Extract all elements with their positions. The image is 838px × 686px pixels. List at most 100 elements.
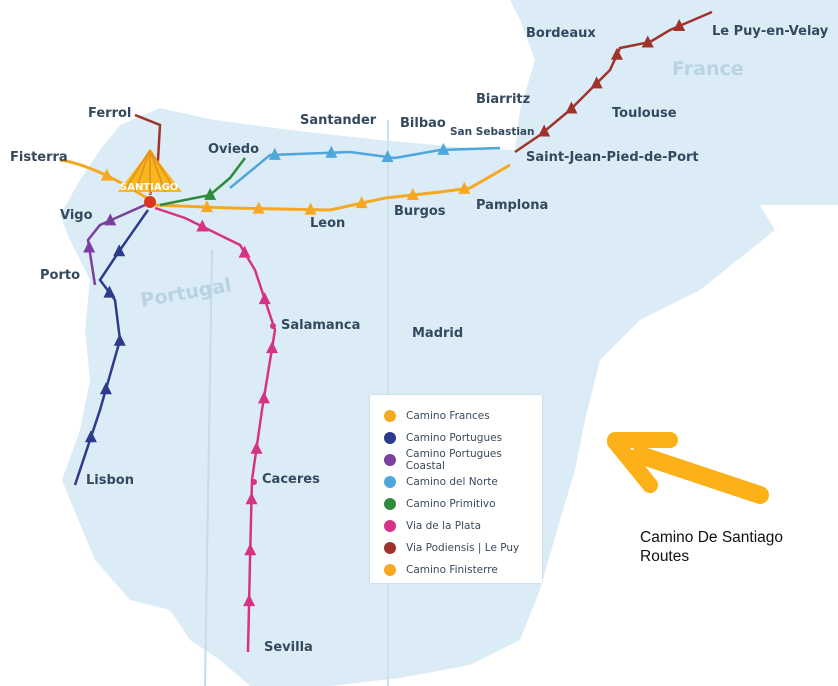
- legend-label: Via de la Plata: [406, 520, 482, 532]
- route-marker-icon: [268, 147, 281, 160]
- route-marker-icon: [243, 594, 256, 607]
- city-label-porto: Porto: [40, 268, 81, 283]
- route-camino-primitivo: [159, 157, 246, 207]
- city-label-leon: Leon: [310, 216, 346, 231]
- salamanca-dot: [270, 323, 276, 329]
- legend-label: Camino Portugues: [406, 432, 503, 444]
- legend-swatch: [384, 432, 396, 444]
- country-label-france: France: [672, 58, 744, 80]
- caption-line-1: Camino De Santiago: [640, 529, 784, 546]
- city-label-salamanca: Salamanca: [281, 318, 361, 333]
- legend-swatch: [384, 564, 396, 576]
- legend-item: Camino Finisterre: [384, 561, 498, 579]
- city-label-burgos: Burgos: [394, 204, 446, 219]
- route-marker-icon: [113, 333, 126, 346]
- route-marker-icon: [538, 124, 551, 137]
- city-label-sevilla: Sevilla: [264, 640, 313, 655]
- route-marker-icon: [610, 47, 623, 60]
- route-marker-icon: [257, 391, 270, 404]
- city-label-santander: Santander: [300, 113, 377, 128]
- city-label-caceres: Caceres: [262, 472, 320, 487]
- city-label-lisbon: Lisbon: [86, 473, 134, 488]
- pointer-arrow-icon: [607, 432, 769, 504]
- legend-label: Camino del Norte: [406, 476, 498, 488]
- city-label-pamplona: Pamplona: [476, 198, 549, 213]
- route-marker-icon: [673, 19, 686, 32]
- route-marker-icon: [590, 76, 603, 89]
- route-marker-icon: [99, 382, 112, 395]
- city-label-saint-jean-pied-de-port: Saint-Jean-Pied-de-Port: [526, 150, 699, 165]
- legend-item: Camino Portugues: [384, 429, 502, 447]
- legend-item: Camino Frances: [384, 407, 490, 425]
- route-markers: [83, 19, 686, 607]
- city-label-biarritz: Biarritz: [476, 92, 531, 107]
- legend-item: Camino del Norte: [384, 473, 498, 491]
- legend-item: Camino Primitivo: [384, 495, 496, 513]
- route-marker-icon: [245, 492, 258, 505]
- route-camino-del-norte: [229, 146, 501, 189]
- legend-label: Via Podiensis | Le Puy: [406, 542, 520, 554]
- legend-label: Camino Finisterre: [406, 564, 498, 576]
- legend-label: Camino Frances: [406, 410, 490, 422]
- city-label-bordeaux: Bordeaux: [526, 26, 596, 41]
- santiago-label: SANTIAGO: [120, 182, 179, 193]
- city-label-vigo: Vigo: [60, 208, 93, 223]
- route-marker-icon: [238, 245, 251, 258]
- route-marker-icon: [406, 187, 419, 200]
- route-marker-icon: [458, 181, 471, 194]
- route-marker-icon: [83, 240, 96, 253]
- city-label-toulouse: Toulouse: [612, 106, 677, 121]
- legend-swatch: [384, 410, 396, 422]
- legend-swatch: [384, 454, 396, 466]
- caption-line-2: Routes: [640, 548, 690, 565]
- route-marker-icon: [565, 101, 578, 114]
- route-marker-icon: [266, 341, 279, 354]
- route-marker-icon: [244, 543, 257, 556]
- santiago-shell-icon: [118, 149, 182, 208]
- route-marker-icon: [104, 213, 117, 226]
- route-marker-icon: [100, 168, 113, 181]
- legend-swatch: [384, 498, 396, 510]
- route-marker-icon: [381, 150, 394, 163]
- legend-label: Camino Portugues Coastal: [405, 448, 502, 472]
- route-marker-icon: [641, 35, 654, 48]
- city-label-san-sebastian: San Sebastian: [450, 126, 535, 138]
- route-marker-icon: [252, 201, 265, 214]
- city-label-bilbao: Bilbao: [400, 116, 446, 131]
- legend-swatch: [384, 542, 396, 554]
- route-camino-portugues-coastal: [86, 203, 146, 286]
- france-landmass: [510, 0, 838, 205]
- legend-swatch: [384, 520, 396, 532]
- legend-item: Camino Portugues Coastal: [384, 448, 542, 472]
- route-marker-icon: [437, 142, 450, 155]
- city-label-madrid: Madrid: [412, 326, 464, 341]
- route-camino-finisterre: [59, 158, 151, 202]
- caceres-dot: [251, 479, 257, 485]
- legend-item: Via Podiensis | Le Puy: [384, 539, 519, 557]
- route-marker-icon: [204, 187, 217, 200]
- city-label-ferrol: Ferrol: [88, 106, 132, 121]
- route-marker-icon: [304, 202, 317, 215]
- legend-item: Via de la Plata: [384, 517, 481, 535]
- route-marker-icon: [355, 196, 368, 209]
- route-marker-icon: [200, 200, 213, 213]
- route-marker-icon: [250, 441, 263, 454]
- route-marker-icon: [258, 292, 271, 305]
- legend-label: Camino Primitivo: [406, 498, 496, 510]
- route-via-podiensis: [514, 10, 713, 154]
- route-marker-icon: [84, 430, 97, 443]
- map-caption: Camino De Santiago Routes: [640, 528, 783, 566]
- city-label-fisterra: Fisterra: [10, 150, 68, 165]
- city-label-oviedo: Oviedo: [208, 142, 260, 157]
- route-marker-icon: [325, 145, 338, 158]
- route-marker-icon: [103, 285, 116, 298]
- route-marker-icon: [113, 244, 126, 257]
- route-marker-icon: [196, 219, 209, 232]
- border-line: [204, 249, 213, 686]
- legend-swatch: [384, 476, 396, 488]
- route-camino-frances: [154, 163, 511, 212]
- city-label-le-puy: Le Puy-en-Velay: [712, 24, 829, 39]
